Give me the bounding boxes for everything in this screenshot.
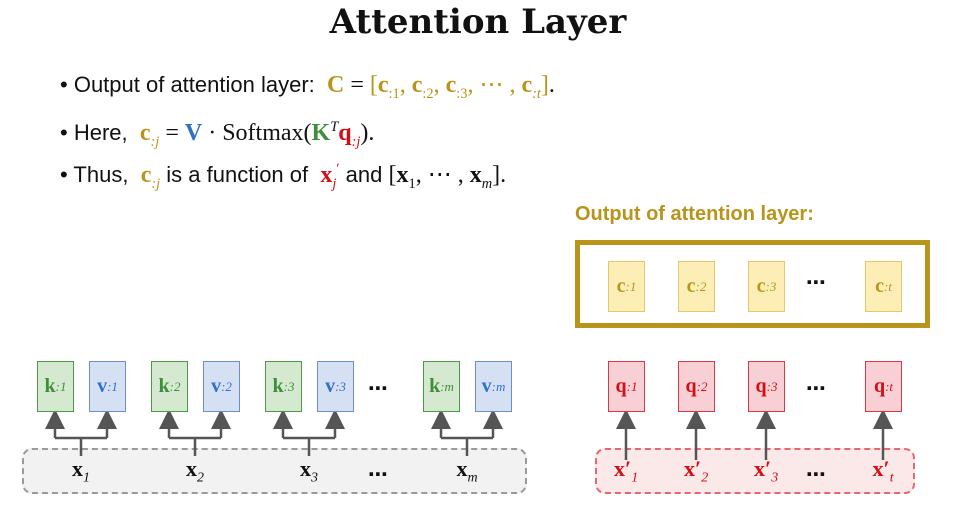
x-sequence-symbol: [x1, ⋯ , xm]. — [388, 162, 507, 192]
input-x-prime-2-subscript: 2 — [701, 470, 709, 486]
query-box-4: q:t — [865, 361, 902, 412]
query-ellipsis: ⋯ — [806, 376, 826, 400]
input-x-prime-1-symbol: x′ — [614, 456, 632, 481]
key-box-3: k:3 — [265, 361, 302, 412]
context-box-4-symbol: c — [875, 275, 884, 297]
value-box-4: v:m — [475, 361, 512, 412]
key-box-4-symbol: k — [429, 375, 441, 397]
input-x-4-symbol: x — [456, 456, 468, 481]
context-box-3-symbol: c — [756, 275, 766, 297]
input-x-1-symbol: x — [72, 456, 83, 481]
bullet-text: is a function of — [166, 162, 309, 187]
input-x-3-subscript: 3 — [311, 470, 318, 486]
query-box-2-subscript: :2 — [696, 378, 708, 394]
value-box-3: v:3 — [317, 361, 354, 412]
input-x-4: xm — [457, 456, 478, 486]
kv-ellipsis: ⋯ — [368, 376, 388, 400]
context-box-3: c:3 — [748, 261, 785, 312]
query-box-4-subscript: :t — [885, 378, 894, 394]
input-x-prime-2: x′2 — [684, 456, 708, 486]
value-box-3-symbol: v — [325, 375, 336, 397]
context-box-1-subscript: :1 — [625, 278, 637, 294]
input-x-3-symbol: x — [300, 456, 311, 481]
bullet-text: and — [345, 162, 383, 187]
query-box-1: q:1 — [608, 361, 645, 412]
input-x-3: x3 — [300, 456, 318, 486]
x-ellipsis: ⋯ — [368, 462, 388, 486]
input-x-4-subscript: m — [467, 470, 478, 486]
input-x-prime-2-symbol: x′ — [684, 456, 702, 481]
input-x-2-symbol: x — [186, 456, 197, 481]
context-box-1-symbol: c — [616, 275, 626, 297]
value-box-4-symbol: v — [481, 375, 492, 397]
value-box-2-symbol: v — [211, 375, 222, 397]
query-box-2: q:2 — [678, 361, 715, 412]
query-box-3: q:3 — [748, 361, 785, 412]
value-box-2: v:2 — [203, 361, 240, 412]
key-box-3-subscript: :3 — [283, 378, 295, 394]
context-box-4-subscript: :t — [883, 278, 892, 294]
value-box-4-subscript: :m — [491, 378, 506, 394]
input-x-1: x1 — [72, 456, 90, 486]
value-box-1-subscript: :1 — [107, 378, 118, 394]
query-box-2-symbol: q — [685, 375, 697, 397]
input-x-prime-1-subscript: 1 — [631, 470, 639, 486]
key-box-4-subscript: :m — [440, 378, 454, 394]
key-box-2-subscript: :2 — [169, 378, 181, 394]
query-box-1-subscript: :1 — [626, 378, 638, 394]
output-formula: C = [c:1, c:2, c:3, ⋯ , c:t]. — [327, 72, 555, 102]
context-box-2-symbol: c — [686, 275, 696, 297]
key-box-3-symbol: k — [272, 375, 284, 397]
bullet-text: Thus, — [73, 162, 129, 187]
input-x-2-subscript: 2 — [197, 470, 204, 486]
input-x-prime-4-subscript: t — [889, 470, 894, 486]
output-label: Output of attention layer: — [575, 203, 814, 225]
query-box-1-symbol: q — [615, 375, 627, 397]
context-box-2-subscript: :2 — [695, 278, 707, 294]
input-x-prime-4-symbol: x′ — [872, 456, 890, 481]
input-x-prime-1: x′1 — [614, 456, 638, 486]
query-input-tray — [595, 448, 915, 494]
input-x-prime-3: x′3 — [754, 456, 778, 486]
input-x-prime-4: x′t — [873, 456, 894, 486]
query-box-3-subscript: :3 — [766, 378, 778, 394]
input-tray — [22, 448, 527, 494]
output-ellipsis: ⋯ — [806, 270, 826, 294]
value-box-1-symbol: v — [97, 375, 108, 397]
key-box-1: k:1 — [37, 361, 74, 412]
xj-prime-symbol: xj′ — [320, 161, 340, 192]
context-box-4: c:t — [865, 261, 902, 312]
query-box-3-symbol: q — [755, 375, 767, 397]
input-x-prime-3-subscript: 3 — [771, 470, 779, 486]
value-box-1: v:1 — [89, 361, 126, 412]
key-box-2: k:2 — [151, 361, 188, 412]
slide-title: Attention Layer — [329, 2, 627, 42]
query-box-4-symbol: q — [873, 375, 886, 397]
key-box-1-symbol: k — [44, 375, 56, 397]
bullet-text: Output of attention layer: — [73, 72, 315, 97]
bullet-thus: • Thus, c:j is a function of xj′ and [x1… — [60, 161, 507, 192]
context-box-2: c:2 — [678, 261, 715, 312]
context-box-1: c:1 — [608, 261, 645, 312]
bullet-text: Here, — [73, 120, 128, 145]
value-box-2-subscript: :2 — [221, 378, 232, 394]
context-box-3-subscript: :3 — [765, 278, 777, 294]
key-box-2-symbol: k — [158, 375, 170, 397]
input-x-1-subscript: 1 — [83, 470, 90, 486]
value-box-3-subscript: :3 — [335, 378, 346, 394]
input-x-2: x2 — [186, 456, 204, 486]
x-prime-ellipsis: ⋯ — [806, 462, 826, 486]
cj-symbol: c:j — [140, 162, 161, 192]
bullet-output: • Output of attention layer: C = [c:1, c… — [60, 72, 555, 102]
key-box-4: k:m — [423, 361, 460, 412]
bullet-here: • Here, c:j = V · Softmax(KTq:j). — [60, 119, 375, 150]
output-frame — [575, 240, 930, 328]
key-box-1-subscript: :1 — [55, 378, 67, 394]
bullet-list: • Output of attention layer: C = [c:1, c… — [60, 70, 555, 196]
input-x-prime-3-symbol: x′ — [754, 456, 772, 481]
softmax-formula: c:j = V · Softmax(KTq:j). — [139, 119, 375, 150]
